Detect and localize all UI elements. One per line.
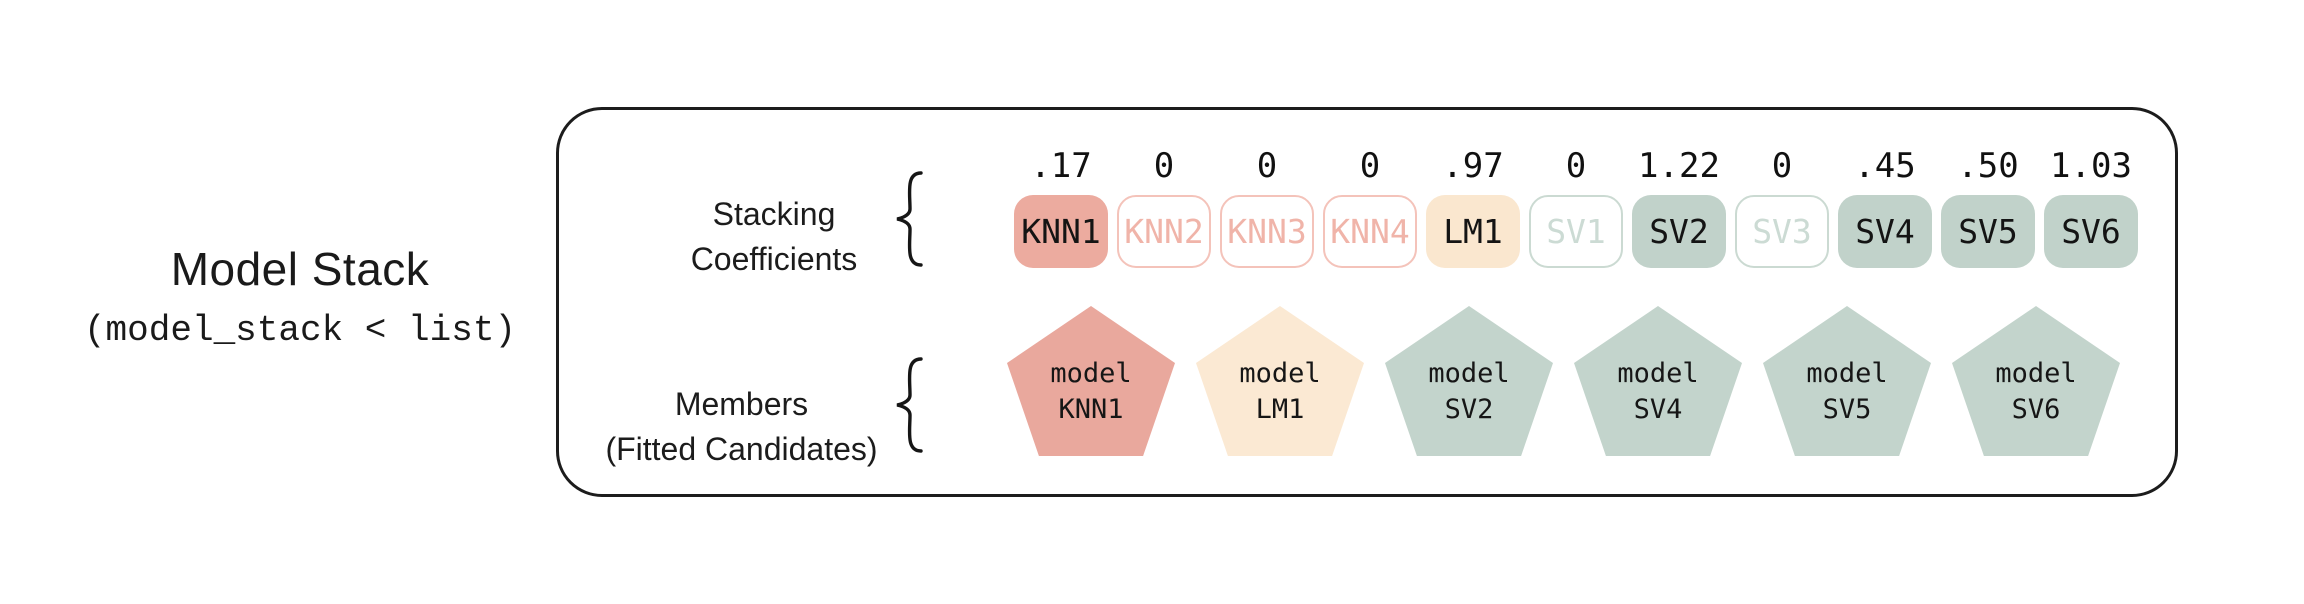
- candidate-chip-sv6: SV6: [2044, 195, 2138, 268]
- candidate-chip-knn3: KNN3: [1220, 195, 1314, 268]
- pentagon-label-id: SV2: [1444, 394, 1494, 425]
- pentagon-label-model: model: [1050, 358, 1132, 389]
- coefficient-value: 1.22: [1638, 146, 1720, 186]
- figure-code-caption: (model_stack < list): [83, 310, 517, 351]
- coefficient-value: 0: [1565, 146, 1587, 186]
- coefficient-column: 1.03 SV6: [2044, 146, 2138, 268]
- stack-box: Stacking Coefficients .17 KNN1 0 KNN2 0 …: [556, 107, 2178, 497]
- pentagon-label-id: KNN1: [1058, 394, 1124, 425]
- members-label-line1: Members: [674, 386, 809, 422]
- candidate-chip-knn4: KNN4: [1323, 195, 1417, 268]
- member-pentagon-knn1: model KNN1: [1007, 306, 1175, 456]
- coefficient-column: 0 KNN2: [1117, 146, 1211, 268]
- coefficient-column: .45 SV4: [1838, 146, 1932, 268]
- coefficient-value: 0: [1256, 146, 1278, 186]
- member-pentagon-lm1: model LM1: [1196, 306, 1364, 456]
- pentagon-label-id: SV5: [1822, 394, 1872, 425]
- coefficients-brace-icon: [896, 171, 923, 267]
- pentagon-label-id: LM1: [1255, 394, 1305, 425]
- coefficient-value: .50: [1957, 146, 2019, 186]
- member-pentagon-sv5: model SV5: [1763, 306, 1931, 456]
- members-label-line2: (Fitted Candidates): [605, 431, 878, 467]
- pentagon-label-model: model: [1806, 358, 1888, 389]
- coefficient-column: 0 SV1: [1529, 146, 1623, 268]
- coefficient-value: 0: [1153, 146, 1175, 186]
- coefficient-column: 1.22 SV2: [1632, 146, 1726, 268]
- pentagon-label-model: model: [1617, 358, 1699, 389]
- candidate-chip-sv4: SV4: [1838, 195, 1932, 268]
- coefficient-column: 0 KNN3: [1220, 146, 1314, 268]
- stacking-coefficients-label: Stacking Coefficients: [639, 192, 909, 282]
- coefficient-column: .50 SV5: [1941, 146, 2035, 268]
- candidate-chip-lm1: LM1: [1426, 195, 1520, 268]
- pentagon-label-id: SV4: [1633, 394, 1683, 425]
- left-title-block: Model Stack (model_stack < list): [48, 244, 552, 352]
- candidate-chip-knn1: KNN1: [1014, 195, 1108, 268]
- member-pentagon-sv4: model SV4: [1574, 306, 1742, 456]
- coefficient-value: 1.03: [2050, 146, 2132, 186]
- coefficients-chip-row: .17 KNN1 0 KNN2 0 KNN3 0 KNN4 .97 LM1 0 …: [1014, 146, 2138, 268]
- members-pentagon-row: model KNN1 model LM1 model SV2 model SV4…: [1007, 306, 2120, 456]
- pentagon-label-id: SV6: [2011, 394, 2061, 425]
- coefficient-value: .97: [1442, 146, 1504, 186]
- coefficient-value: 0: [1359, 146, 1381, 186]
- pentagon-label-model: model: [1428, 358, 1510, 389]
- member-pentagon-sv2: model SV2: [1385, 306, 1553, 456]
- members-label: Members (Fitted Candidates): [569, 382, 914, 472]
- candidate-chip-knn2: KNN2: [1117, 195, 1211, 268]
- pentagon-label-model: model: [1995, 358, 2077, 389]
- candidate-chip-sv2: SV2: [1632, 195, 1726, 268]
- coefficient-value: 0: [1771, 146, 1793, 186]
- members-brace-icon: [896, 357, 923, 453]
- candidate-chip-sv1: SV1: [1529, 195, 1623, 268]
- coefficient-value: .17: [1030, 146, 1092, 186]
- coefficient-column: 0 SV3: [1735, 146, 1829, 268]
- coefficient-column: .17 KNN1: [1014, 146, 1108, 268]
- member-pentagon-sv6: model SV6: [1952, 306, 2120, 456]
- candidate-chip-sv3: SV3: [1735, 195, 1829, 268]
- stacking-coefficients-label-line1: Stacking: [712, 196, 836, 232]
- figure-title: Model Stack: [170, 243, 430, 295]
- coefficient-value: .45: [1854, 146, 1916, 186]
- coefficient-column: 0 KNN4: [1323, 146, 1417, 268]
- coefficient-column: .97 LM1: [1426, 146, 1520, 268]
- candidate-chip-sv5: SV5: [1941, 195, 2035, 268]
- stacking-coefficients-label-line2: Coefficients: [690, 241, 858, 277]
- pentagon-label-model: model: [1239, 358, 1321, 389]
